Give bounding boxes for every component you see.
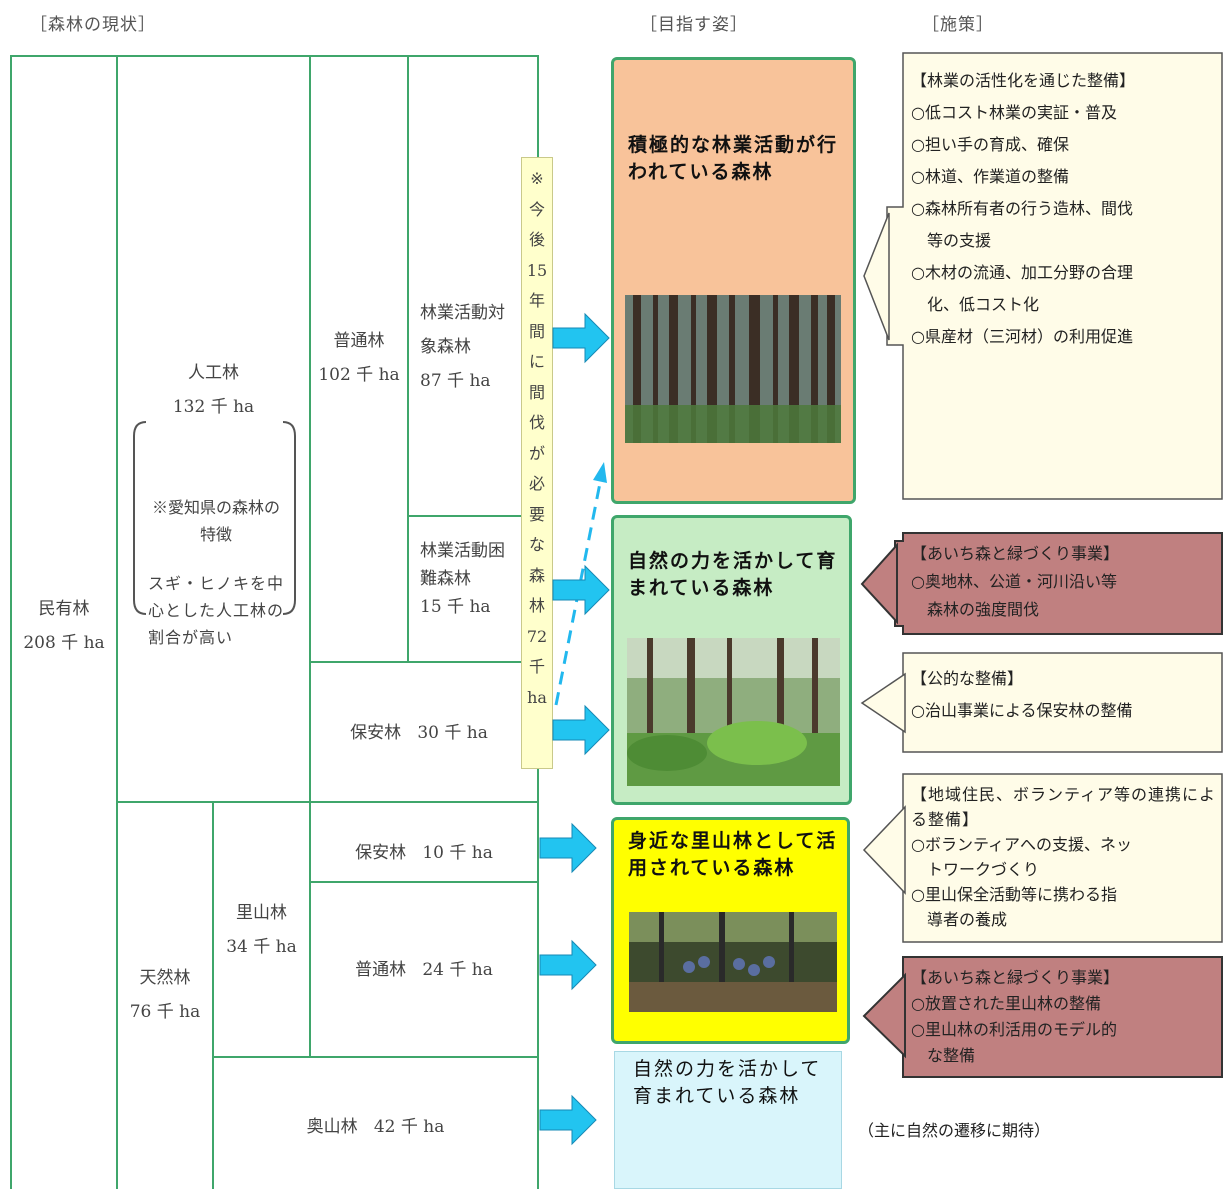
protection-natural-label: 保安林 10 千 ha	[355, 843, 493, 863]
goal-okuyama: 自然の力を活かして育まれている森林	[614, 1051, 842, 1189]
forest-photo-volunteers	[629, 912, 837, 1012]
ordinary-natural-label: 普通林 24 千 ha	[355, 960, 493, 980]
conifer-trunks-illustration	[625, 295, 841, 443]
policy-forestry-title: 【林業の活性化を通じた整備】	[911, 71, 1136, 90]
protection-planted-label: 保安林 30 千 ha	[350, 723, 488, 743]
policy-aichi-2-title: 【あいち森と緑づくり事業】	[911, 968, 1120, 987]
thinning-note-char: 千	[528, 657, 545, 676]
policy-item: ○木材の流通、加工分野の合理	[911, 263, 1133, 282]
thinning-note-char: ※	[530, 169, 544, 188]
volunteers-illustration	[629, 912, 837, 1012]
thinning-note-char: 今	[528, 199, 545, 219]
policy-item: ○県産材（三河材）の利用促進	[911, 327, 1133, 346]
policy-item: ○治山事業による保安林の整備	[911, 701, 1133, 720]
policy-item: 化、低コスト化	[911, 295, 1040, 314]
policy-aichi-2: 【あいち森と緑づくり事業】 ○放置された里山林の整備○里山林の利活用のモデル的 …	[905, 955, 1223, 1069]
goal-natural-growth: 自然の力を活かして育まれている森林	[611, 515, 852, 805]
policy-item: ○里山林の利活用のモデル的	[911, 1020, 1117, 1039]
header-goal: ［目指す姿］	[640, 15, 748, 35]
policy-item: 導者の養成	[911, 910, 1008, 929]
thinning-note-char: 必	[528, 474, 545, 493]
policy-item: ○低コスト林業の実証・普及	[911, 103, 1117, 122]
header-policy: ［施策］	[922, 15, 994, 35]
policy-item: な整備	[911, 1046, 976, 1065]
thinning-note-char: 森	[528, 565, 545, 585]
policy-aichi-1: 【あいち森と緑づくり事業】 ○奥地林、公道・河川沿い等 森林の強度間伐	[905, 530, 1223, 624]
thinning-note-char: な	[528, 535, 545, 554]
policy-community-title: 【地域住民、ボランティア等の連携による整備】	[911, 785, 1217, 829]
thinning-note-char: 伐	[528, 413, 545, 432]
forest-photo-mixed	[627, 638, 840, 786]
policy-item: ○林道、作業道の整備	[911, 167, 1069, 186]
thinning-note-char: 要	[528, 504, 545, 524]
thinning-note-char: 間	[528, 321, 545, 341]
feature-note-title: ※愛知県の森林の特徴	[151, 498, 280, 544]
policy-community: 【地域住民、ボランティア等の連携による整備】 ○ボランティアへの支援、ネッ トワ…	[905, 772, 1223, 932]
policy-item: ○ボランティアへの支援、ネッ	[911, 835, 1133, 854]
thinning-note-char: が	[528, 443, 545, 463]
mixed-forest-illustration	[627, 638, 840, 786]
policy-item: 森林の強度間伐	[911, 600, 1040, 619]
policy-item: ○放置された里山林の整備	[911, 994, 1101, 1013]
goal-active-forestry-text: 積極的な林業活動が行われている森林	[628, 134, 839, 183]
goal-okuyama-text: 自然の力を活かして育まれている森林	[633, 1058, 822, 1107]
natural-transition-note: （主に自然の遷移に期待）	[858, 1121, 1051, 1140]
okuyama-label: 奥山林 42 千 ha	[306, 1117, 445, 1137]
policy-public: 【公的な整備】 ○治山事業による保安林の整備	[905, 653, 1223, 727]
policy-item: ○担い手の育成、確保	[911, 135, 1069, 154]
feature-note-text: スギ・ヒノキを中心とした人工林の割合が高い	[148, 574, 285, 647]
thinning-note-char: 15	[526, 260, 548, 280]
forest-photo-conifers	[625, 295, 841, 443]
goal-satoyama: 身近な里山林として活用されている森林	[611, 817, 850, 1044]
thinning-note-char: に	[528, 352, 545, 371]
policy-item: トワークづくり	[911, 860, 1040, 879]
thinning-note-char: 間	[528, 382, 545, 402]
policy-item: ○里山保全活動等に携わる指	[911, 885, 1117, 904]
policy-item: 等の支援	[911, 231, 992, 250]
goal-satoyama-text: 身近な里山林として活用されている森林	[628, 830, 838, 879]
thinning-note-char: 72	[526, 626, 548, 646]
thinning-note-char: 林	[528, 596, 545, 615]
goal-natural-growth-text: 自然の力を活かして育まれている森林	[628, 550, 838, 599]
policy-aichi-1-title: 【あいち森と緑づくり事業】	[911, 544, 1120, 563]
policy-item: ○森林所有者の行う造林、間伐	[911, 199, 1133, 218]
policy-public-title: 【公的な整備】	[911, 669, 1024, 688]
thinning-note-char: 後	[528, 230, 545, 249]
goal-active-forestry: 積極的な林業活動が行われている森林	[611, 57, 856, 504]
thinning-note-char: 年	[528, 291, 545, 310]
thinning-note-char: ha	[527, 687, 547, 707]
policy-item: ○奥地林、公道・河川沿い等	[911, 572, 1117, 591]
header-current: ［森林の現状］	[30, 15, 156, 35]
policy-forestry: 【林業の活性化を通じた整備】 ○低コスト林業の実証・普及 ○担い手の育成、確保 ○林…	[905, 55, 1223, 353]
